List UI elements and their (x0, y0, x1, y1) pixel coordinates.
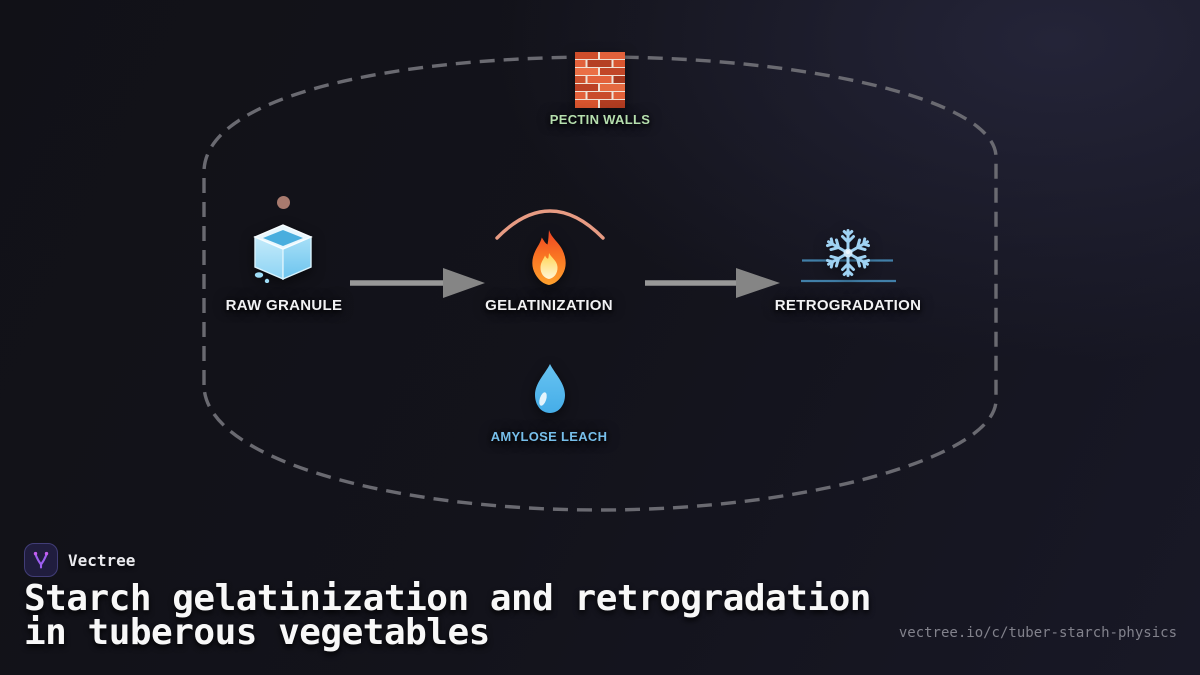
brand-name: Vectree (68, 551, 136, 570)
title-line-2: in tuberous vegetables (24, 612, 490, 653)
flow-arrow-raw-to-gel (350, 268, 485, 298)
label-amylose-leach: AMYLOSE LEACH (490, 429, 608, 444)
vectree-logo (24, 543, 58, 577)
label-retrogradation: RETROGRADATION (774, 297, 922, 314)
fire-icon (526, 229, 572, 287)
droplet-icon (533, 363, 567, 415)
ice-cube-icon (251, 223, 315, 284)
label-pectin-walls: PECTIN WALLS (549, 112, 651, 127)
label-gelatinization: GELATINIZATION (485, 297, 613, 314)
heat-arc-icon (495, 209, 605, 240)
snowflake-icon (821, 226, 875, 280)
granule-dot (277, 196, 290, 209)
footer-url: vectree.io/c/tuber-starch-physics (898, 625, 1177, 641)
page-title: Starch gelatinization and retrogradation… (24, 578, 871, 653)
flow-arrow-gel-to-retro (645, 268, 780, 298)
title-line-1: Starch gelatinization and retrogradation (24, 578, 871, 619)
label-raw-granule: RAW GRANULE (225, 297, 343, 314)
brick-wall-icon (575, 52, 625, 108)
vectree-branch-icon (33, 551, 49, 569)
